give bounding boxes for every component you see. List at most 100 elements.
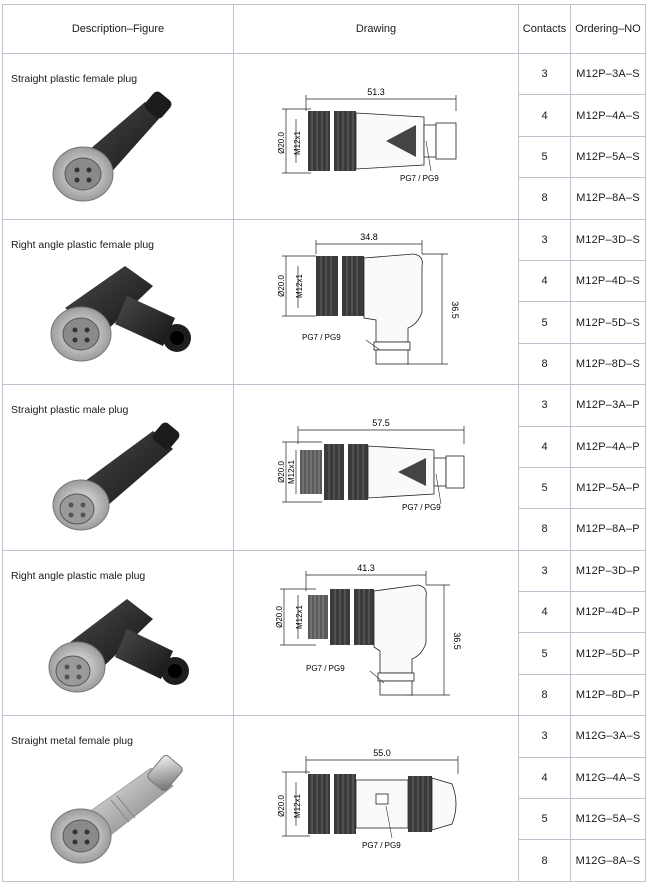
order-number-cell: M12P–3A–S: [570, 52, 646, 96]
contacts-cell: 8: [518, 177, 571, 220]
drawing-cell: 34.8 Ø20.0 M12x1 36.5 PG7 / PG9: [233, 218, 519, 386]
product-name: Straight plastic female plug: [11, 73, 138, 85]
table-row: 5 M12G–5A–S: [3, 798, 646, 841]
header-drawing: Drawing: [233, 4, 519, 54]
height-dimension: 36.5: [450, 301, 460, 319]
product-name: Right angle plastic female plug: [11, 238, 155, 251]
header-contacts: Contacts: [518, 4, 571, 54]
catalog-body: Straight plastic female plug: [2, 52, 646, 882]
gland-label: PG7 / PG9: [402, 503, 441, 512]
order-number-cell: M12P–3A–P: [570, 384, 646, 427]
contacts-cell: 8: [518, 342, 571, 386]
product-description-cell: Straight plastic male plug: [2, 384, 234, 551]
gland-label: PG7 / PG9: [362, 841, 401, 850]
contacts-cell: 3: [518, 715, 571, 758]
order-number-cell: M12G–5A–S: [570, 798, 646, 841]
diameter-dimension: Ø20.0: [277, 132, 286, 154]
order-number-cell: M12P–4A–P: [570, 425, 646, 468]
order-number-cell: M12G–3A–S: [570, 715, 646, 758]
straight-male-plug-photo: [52, 422, 180, 531]
diameter-dimension: Ø20.0: [277, 461, 286, 483]
thread-dimension: M12x1: [295, 604, 304, 629]
table-row: 5 M12P–5D–S: [3, 301, 646, 344]
right-angle-male-drawing: 41.3 Ø20.0 M12x1 36.5 PG7 / PG9: [276, 563, 462, 696]
header-ordering: Ordering–NO: [570, 4, 646, 54]
table-row: 5 M12P–5A–P: [3, 466, 646, 510]
table-row: 8 M12P–8D–S: [3, 342, 646, 386]
product-name: Straight plastic male plug: [11, 404, 129, 417]
order-number-cell: M12P–8D–P: [570, 673, 646, 717]
order-number-cell: M12P–5D–S: [570, 301, 646, 344]
contacts-cell: 4: [518, 591, 571, 634]
thread-dimension: M12x1: [293, 131, 302, 156]
order-number-cell: M12P–8A–P: [570, 508, 646, 551]
contacts-cell: 5: [518, 135, 571, 179]
thread-dimension: M12x1: [287, 460, 296, 485]
length-dimension: 57.5: [372, 418, 390, 428]
right-angle-female-plug-photo: [50, 265, 191, 362]
gland-label: PG7 / PG9: [400, 174, 439, 183]
order-number-cell: M12P–3D–S: [570, 218, 646, 261]
product-name: Right angle plastic male plug: [11, 569, 146, 582]
header-description: Description–Figure: [2, 4, 234, 54]
table-row: 4 M12G–4A–S: [3, 756, 646, 800]
order-number-cell: M12P–5D–P: [570, 632, 646, 675]
diameter-dimension: Ø20.0: [276, 606, 284, 628]
contacts-cell: 4: [518, 756, 571, 800]
table-row: 8 M12P–8D–P: [3, 673, 646, 717]
contacts-cell: 5: [518, 301, 571, 344]
table-row: 8 M12G–8A–S: [3, 839, 646, 882]
table-row: 5 M12P–5A–S: [3, 135, 646, 179]
order-number-cell: M12P–5A–P: [570, 466, 646, 510]
drawing-cell: 57.5 Ø20.0 M12x1 PG7 / PG9: [233, 384, 519, 551]
order-number-cell: M12P–3D–P: [570, 549, 646, 593]
diameter-dimension: Ø20.0: [277, 794, 286, 816]
order-number-cell: M12P–4A–S: [570, 94, 646, 137]
drawing-cell: 51.3 Ø20.0 M12x1 PG7 / PG9: [233, 53, 519, 220]
order-number-cell: M12P–5A–S: [570, 135, 646, 179]
order-number-cell: M12P–8A–S: [570, 177, 646, 220]
drawing-cell: 41.3 Ø20.0 M12x1 36.5 PG7 / PG9: [233, 549, 519, 717]
contacts-cell: 5: [518, 632, 571, 675]
thread-dimension: M12x1: [293, 793, 302, 818]
contacts-cell: 8: [518, 839, 571, 882]
product-description-cell: Straight plastic female plug: [2, 53, 234, 220]
table-row: Right angle plastic male plug: [2, 549, 646, 717]
length-dimension: 51.3: [367, 87, 385, 97]
contacts-cell: 4: [518, 94, 571, 137]
right-angle-female-drawing: 34.8 Ø20.0 M12x1 36.5 PG7 / PG9: [277, 232, 460, 365]
length-dimension: 55.0: [373, 748, 391, 758]
table-row: Right angle plastic female plug: [2, 218, 646, 386]
product-description-cell: Right angle plastic female plug: [2, 218, 234, 386]
contacts-cell: 3: [518, 52, 571, 96]
table-row: 4 M12P–4D–S: [3, 259, 646, 303]
straight-male-drawing: 57.5 Ø20.0 M12x1 PG7 / PG9: [277, 418, 465, 512]
order-number-cell: M12G–4A–S: [570, 756, 646, 800]
straight-female-drawing: 51.3 Ø20.0 M12x1 PG7 / PG9: [277, 87, 457, 183]
length-dimension: 34.8: [360, 232, 378, 242]
contacts-cell: 8: [518, 508, 571, 551]
header-row: Description–Figure Drawing Contacts Orde…: [2, 4, 646, 54]
straight-metal-female-plug-photo: [50, 755, 183, 864]
gland-label: PG7 / PG9: [306, 664, 345, 673]
contacts-cell: 3: [518, 218, 571, 261]
contacts-cell: 8: [518, 673, 571, 717]
contacts-cell: 5: [518, 798, 571, 841]
contacts-cell: 4: [518, 259, 571, 303]
contacts-cell: 4: [518, 425, 571, 468]
right-angle-male-plug-photo: [48, 598, 189, 693]
order-number-cell: M12P–8D–S: [570, 342, 646, 386]
table-row: Straight plastic male plug: [2, 384, 646, 551]
straight-female-plug-photo: [52, 91, 172, 202]
contacts-cell: 3: [518, 549, 571, 593]
catalog-table: Description–Figure Drawing Contacts Orde…: [2, 4, 646, 882]
table-row: 8 M12P–8A–S: [3, 177, 646, 220]
height-dimension: 36.5: [452, 632, 462, 650]
diameter-dimension: Ø20.0: [277, 274, 286, 296]
table-row: Straight plastic female plug: [2, 52, 646, 220]
length-dimension: 41.3: [357, 563, 375, 573]
contacts-cell: 5: [518, 466, 571, 510]
contacts-cell: 3: [518, 384, 571, 427]
order-number-cell: M12G–8A–S: [570, 839, 646, 882]
drawing-cell: 55.0 Ø20.0 M12x1 PG7 / PG9: [233, 715, 519, 882]
